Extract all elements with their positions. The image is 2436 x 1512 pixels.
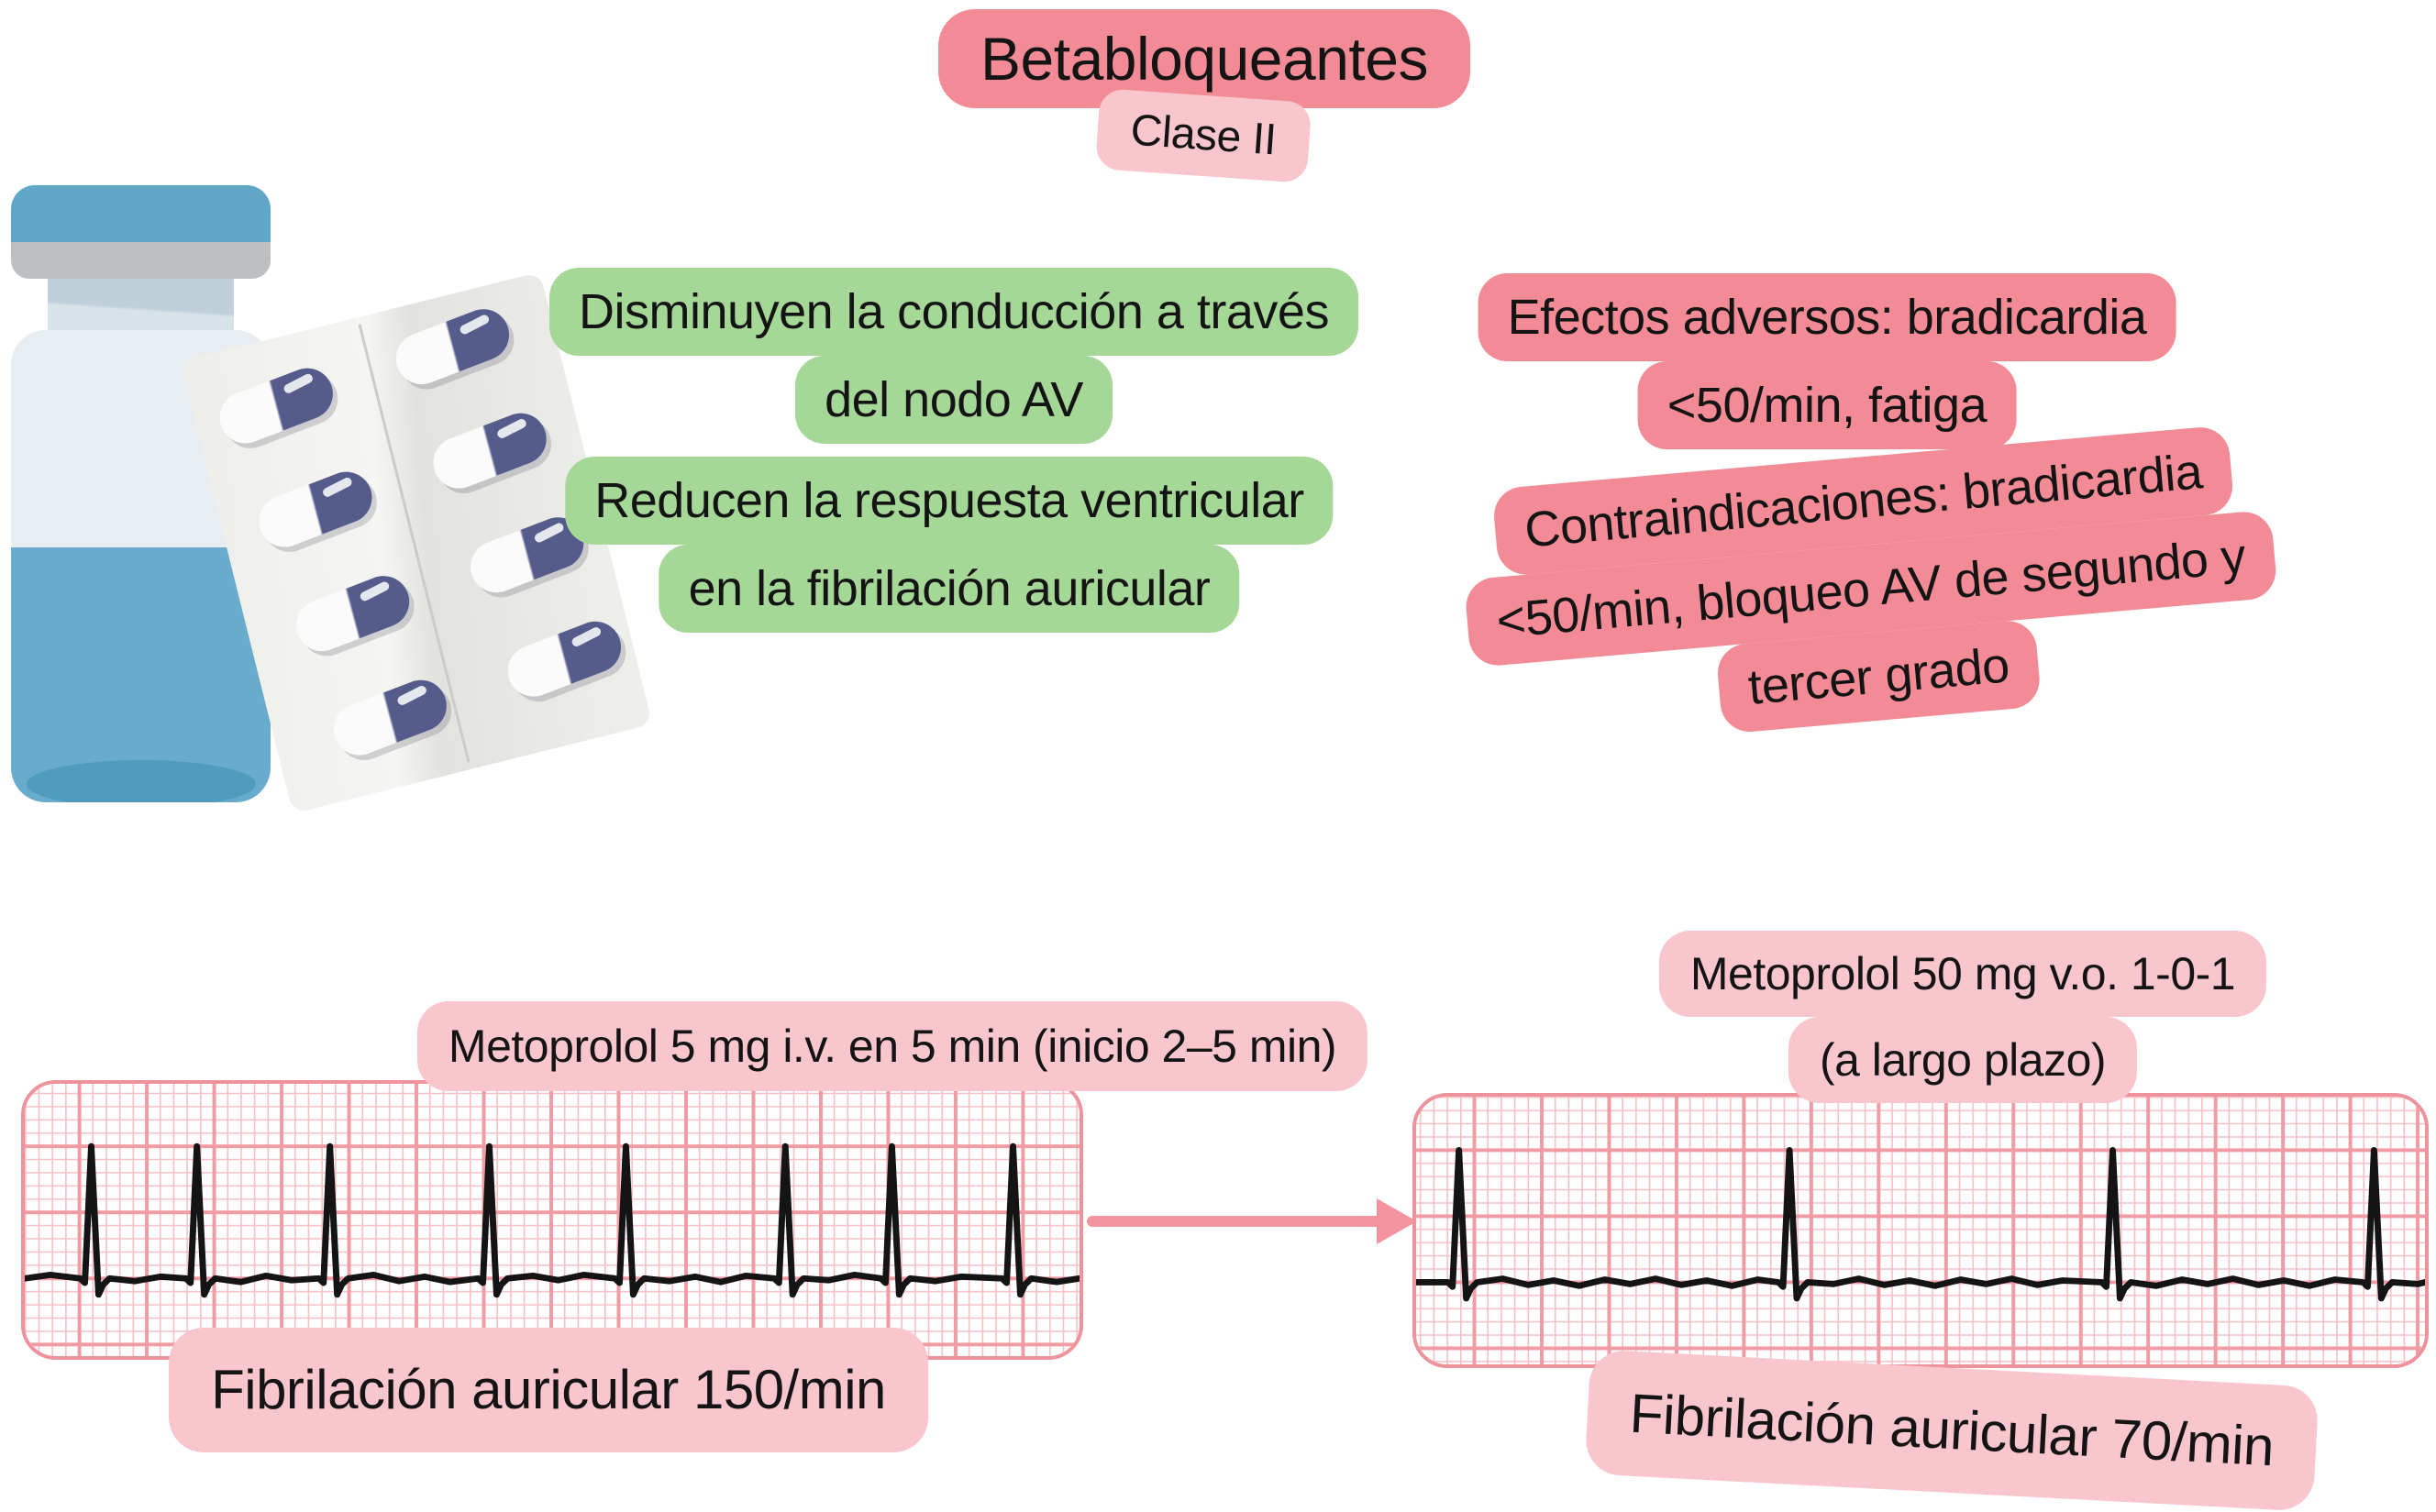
treatment-label-oral-wrap: Metoprolol 50 mg v.o. 1-0-1 (a largo pla… [1658, 931, 2267, 1103]
mechanism-line: Reducen la respuesta ventricular [565, 457, 1334, 545]
mechanism-line: en la fibrilación auricular [659, 545, 1240, 633]
treatment-label-oral: Metoprolol 50 mg v.o. 1-0-1 [1658, 931, 2267, 1017]
class-badge: Clase II [1094, 88, 1312, 183]
vial-liquid-shade [26, 760, 256, 802]
vial-cap [11, 185, 271, 242]
capsule-icon [388, 302, 517, 392]
adverse-line: <50/min, fatiga [1637, 361, 2017, 449]
ecg-strip-before [21, 1080, 1083, 1360]
adverse-effects-box: Efectos adversos: bradicardia <50/min, f… [1478, 273, 2176, 449]
rhythm-label-70-wrap: Fibrilación auricular 70/min [1584, 1349, 2320, 1512]
rhythm-label-150-wrap: Fibrilación auricular 150/min [169, 1328, 928, 1452]
contraindications-box: Contraindicaciones: bradicardia <50/min,… [1456, 422, 2287, 756]
ecg-trace-after [1416, 1097, 2425, 1364]
capsule-icon [426, 405, 554, 496]
right-arrow-icon [1087, 1198, 1417, 1244]
mechanism-line: Disminuyen la conducción a través [549, 268, 1358, 356]
ecg-strip-after [1412, 1093, 2429, 1368]
vial-liquid [11, 547, 271, 802]
treatment-label-iv: Metoprolol 5 mg i.v. en 5 min (inicio 2–… [416, 1001, 1368, 1091]
mechanism-box-conduction: Disminuyen la conducción a través del no… [549, 268, 1358, 444]
capsule-icon [251, 464, 380, 555]
title-banner: Betabloqueantes [938, 9, 1470, 108]
page-title: Betabloqueantes [938, 9, 1470, 108]
rhythm-label-70: Fibrilación auricular 70/min [1584, 1349, 2320, 1512]
capsule-icon [212, 360, 341, 451]
class-badge-wrap: Clase II [1094, 88, 1312, 183]
mechanism-box-ventricular: Reducen la respuesta ventricular en la f… [565, 457, 1334, 633]
rhythm-label-150: Fibrilación auricular 150/min [169, 1328, 928, 1452]
capsule-icon [288, 568, 417, 659]
adverse-line: Efectos adversos: bradicardia [1478, 273, 2176, 361]
ecg-trace-before [25, 1084, 1080, 1356]
treatment-label-iv-wrap: Metoprolol 5 mg i.v. en 5 min (inicio 2–… [416, 1001, 1368, 1091]
mechanism-line: del nodo AV [795, 356, 1113, 444]
vial-metal-ring [11, 242, 271, 279]
capsule-icon [326, 672, 455, 763]
treatment-label-oral-2: (a largo plazo) [1788, 1017, 2138, 1103]
